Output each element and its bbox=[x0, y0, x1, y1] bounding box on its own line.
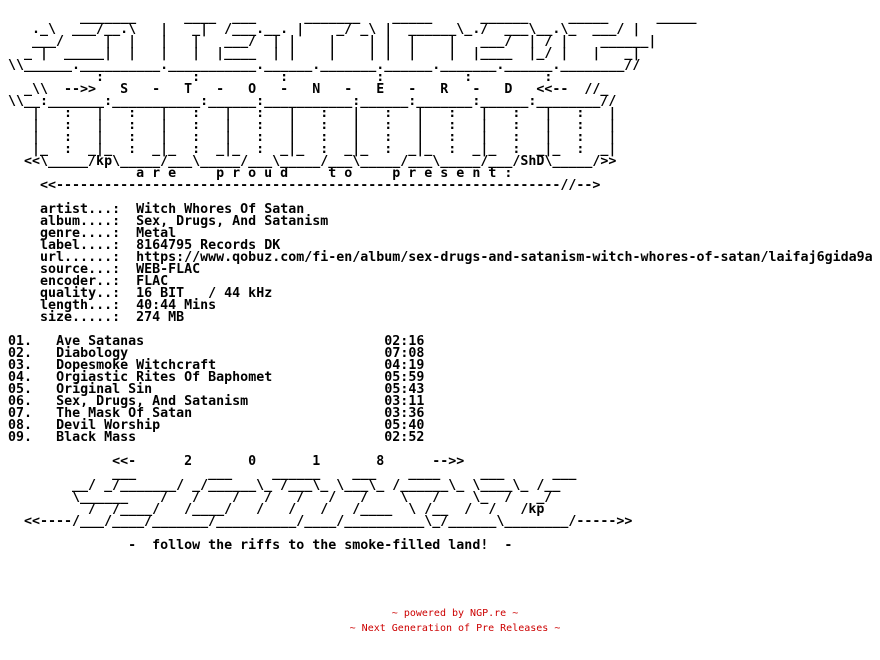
info-value: WEB-FLAC bbox=[136, 262, 201, 277]
stoned-ascii-logo: _______ ____ ___ _______ _____ ______ __… bbox=[8, 10, 697, 169]
info-value: 274 MB bbox=[136, 310, 185, 325]
track-number: 06. bbox=[8, 394, 33, 409]
info-key: source...: bbox=[40, 262, 121, 277]
track-row: 08. Devil Worship 05:40 bbox=[8, 418, 424, 433]
info-value: 40:44 Mins bbox=[136, 298, 217, 313]
info-key: size.....: bbox=[40, 310, 121, 325]
info-value: 16 BIT / 44 kHz bbox=[136, 286, 273, 301]
info-value: Sex, Drugs, And Satanism bbox=[136, 214, 329, 229]
info-key: quality..: bbox=[40, 286, 121, 301]
track-row: 01. Ave Satanas 02:16 bbox=[8, 334, 424, 349]
track-row: 05. Original Sin 05:43 bbox=[8, 382, 424, 397]
track-title: Devil Worship bbox=[56, 418, 161, 433]
track-time: 07:08 bbox=[384, 346, 425, 361]
track-time: 05:40 bbox=[384, 418, 425, 433]
info-row: length...: 40:44 Mins bbox=[8, 298, 216, 313]
track-time: 04:19 bbox=[384, 358, 425, 373]
track-number: 09. bbox=[8, 430, 33, 445]
ngp-tagline-footer: ~ Next Generation of Pre Releases ~ bbox=[349, 623, 561, 634]
info-value: FLAC bbox=[136, 274, 169, 289]
track-title: Diabology bbox=[56, 346, 129, 361]
track-title: Sex, Drugs, And Satanism bbox=[56, 394, 249, 409]
info-row: url......: https://www.qobuz.com/fi-en/a… bbox=[8, 250, 873, 265]
nfo-text: _______ ____ ___ _______ _____ ______ __… bbox=[8, 10, 873, 553]
track-time: 02:52 bbox=[384, 430, 425, 445]
info-row: source...: WEB-FLAC bbox=[8, 262, 200, 277]
info-key: album....: bbox=[40, 214, 121, 229]
info-block: artist...: Witch Whores Of Satan album..… bbox=[8, 202, 873, 325]
info-key: genre....: bbox=[40, 226, 121, 241]
info-key: artist...: bbox=[40, 202, 121, 217]
track-time: 05:43 bbox=[384, 382, 425, 397]
info-row: size.....: 274 MB bbox=[8, 310, 184, 325]
track-title: The Mask Of Satan bbox=[56, 406, 193, 421]
info-key: label....: bbox=[40, 238, 121, 253]
track-number: 03. bbox=[8, 358, 33, 373]
track-number: 08. bbox=[8, 418, 33, 433]
track-time: 02:16 bbox=[384, 334, 425, 349]
track-row: 06. Sex, Drugs, And Satanism 03:11 bbox=[8, 394, 424, 409]
info-row: genre....: Metal bbox=[8, 226, 176, 241]
track-number: 02. bbox=[8, 346, 33, 361]
track-number: 05. bbox=[8, 382, 33, 397]
info-key: length...: bbox=[40, 298, 121, 313]
track-row: 03. Dopesmoke Witchcraft 04:19 bbox=[8, 358, 424, 373]
url-value: https://www.qobuz.com/fi-en/album/sex-dr… bbox=[136, 250, 873, 265]
track-number: 01. bbox=[8, 334, 33, 349]
track-row: 09. Black Mass 02:52 bbox=[8, 430, 424, 445]
track-title: Orgiastic Rites Of Baphomet bbox=[56, 370, 273, 385]
track-row: 02. Diabology 07:08 bbox=[8, 346, 424, 361]
presents-banner: a r e p r o u d t o p r e s e n t : <<--… bbox=[40, 166, 601, 193]
year-ascii-art: <<- 2 0 1 8 -->> ___ ___ ______ ___ ____… bbox=[24, 454, 633, 529]
info-row: encoder..: FLAC bbox=[8, 274, 168, 289]
tracklist: 01. Ave Satanas 02:16 02. Diabology 07:0… bbox=[8, 334, 424, 445]
info-value: 8164795 Records DK bbox=[136, 238, 281, 253]
track-time: 03:11 bbox=[384, 394, 425, 409]
info-row: album....: Sex, Drugs, And Satanism bbox=[8, 214, 328, 229]
track-time: 03:36 bbox=[384, 406, 425, 421]
info-row: artist...: Witch Whores Of Satan bbox=[8, 202, 304, 217]
track-row: 04. Orgiastic Rites Of Baphomet 05:59 bbox=[8, 370, 424, 385]
info-value: Metal bbox=[136, 226, 177, 241]
track-row: 07. The Mask Of Satan 03:36 bbox=[8, 406, 424, 421]
info-key: url......: bbox=[40, 250, 121, 265]
track-title: Black Mass bbox=[56, 430, 137, 445]
info-value: Witch Whores Of Satan bbox=[136, 202, 305, 217]
powered-by-footer: ~ powered by NGP.re ~ bbox=[391, 608, 519, 619]
tagline: - follow the riffs to the smoke-filled l… bbox=[8, 538, 513, 553]
track-title: Ave Satanas bbox=[56, 334, 145, 349]
track-title: Dopesmoke Witchcraft bbox=[56, 358, 217, 373]
track-time: 05:59 bbox=[384, 370, 425, 385]
track-number: 04. bbox=[8, 370, 33, 385]
track-number: 07. bbox=[8, 406, 33, 421]
info-key: encoder..: bbox=[40, 274, 121, 289]
info-row: label....: 8164795 Records DK bbox=[8, 238, 280, 253]
info-row: quality..: 16 BIT / 44 kHz bbox=[8, 286, 272, 301]
track-title: Original Sin bbox=[56, 382, 153, 397]
